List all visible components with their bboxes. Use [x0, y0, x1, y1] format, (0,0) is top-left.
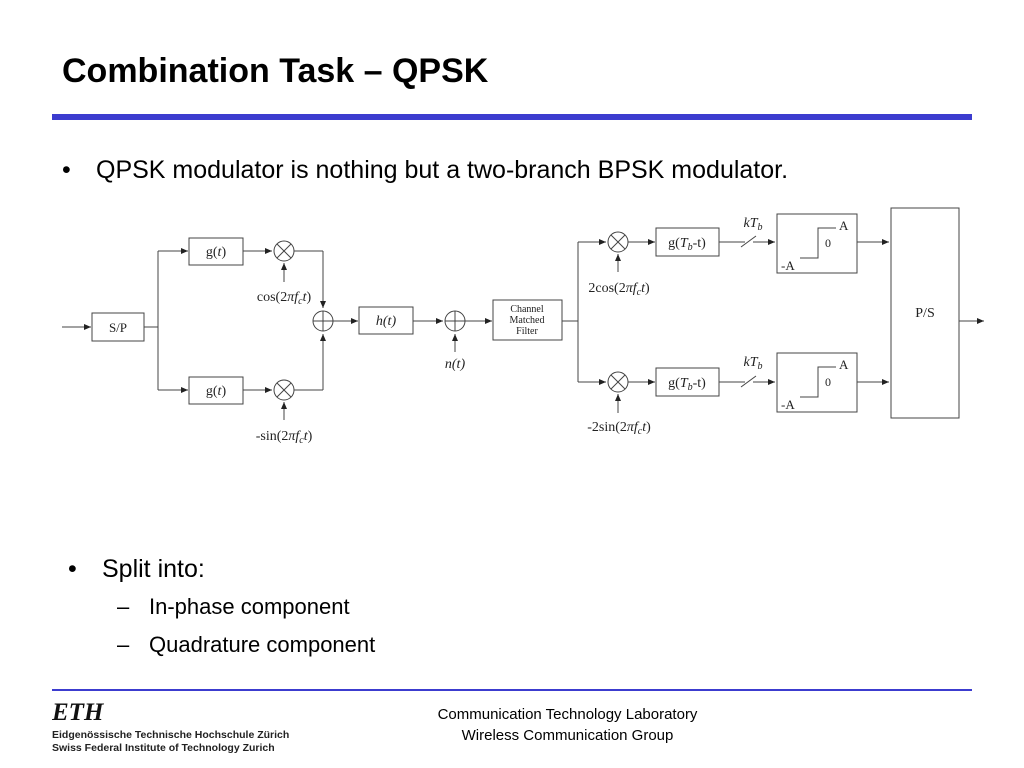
eth-logo: ETH	[52, 699, 105, 723]
ps-label: P/S	[915, 306, 934, 321]
cmf-label-2: Matched	[510, 315, 545, 326]
ktb-top-label: kTb	[743, 216, 762, 233]
eth-name-english: Swiss Federal Institute of Technology Zu…	[52, 742, 275, 754]
bullet-marker: •	[68, 555, 77, 583]
lab-name: Communication Technology Laboratory	[437, 706, 698, 723]
eth-name-german: Eidgenössische Technische Hochschule Zür…	[52, 729, 290, 741]
decision-top-zero: 0	[825, 236, 831, 250]
sin-carrier-label: -sin(2πfct)	[256, 429, 313, 446]
slide-title: Combination Task – QPSK	[62, 52, 489, 90]
decision-top-A: A	[839, 218, 849, 233]
decision-top-negA: -A	[781, 258, 795, 273]
cos-carrier-label: cos(2πfct)	[257, 290, 312, 307]
bullet-text: QPSK modulator is nothing but a two-bran…	[96, 156, 789, 184]
decision-bottom-negA: -A	[781, 397, 795, 412]
sub-item-quadrature: –Quadrature component	[117, 632, 375, 658]
noise-label: n(t)	[445, 357, 466, 372]
sp-label: S/P	[109, 320, 127, 335]
g-t-top-label: g(t)	[206, 245, 227, 260]
rx-sin-label: -2sin(2πfct)	[587, 420, 651, 437]
sub-marker: –	[117, 594, 130, 619]
sub-item-in-phase: –In-phase component	[117, 594, 350, 620]
channel-h-label: h(t)	[376, 314, 397, 329]
cmf-label-3: Filter	[516, 326, 538, 337]
bullet-split: • Split into:	[68, 555, 205, 584]
rx-cos-label: 2cos(2πfct)	[588, 281, 650, 298]
qpsk-block-diagram: S/P g(t) g(t) cos(2πfct) -sin(2πfct) h(t…	[62, 207, 984, 446]
svg-text:ETH: ETH	[52, 699, 105, 723]
g-t-bottom-label: g(t)	[206, 384, 227, 399]
group-name: Wireless Communication Group	[461, 727, 674, 744]
decision-bottom-zero: 0	[825, 375, 831, 389]
sub-item-text: Quadrature component	[149, 632, 376, 657]
bullet-marker: •	[62, 156, 71, 184]
gtb-bottom-label: g(Tb-t)	[668, 376, 706, 393]
ktb-bottom-label: kTb	[743, 355, 762, 372]
title-divider	[52, 114, 972, 120]
gtb-top-label: g(Tb-t)	[668, 236, 706, 253]
bullet-qpsk: • QPSK modulator is nothing but a two-bra…	[62, 156, 788, 185]
decision-bottom-A: A	[839, 357, 849, 372]
sub-item-text: In-phase component	[149, 594, 350, 619]
cmf-label-1: Channel	[510, 304, 544, 315]
sub-marker: –	[117, 632, 130, 657]
bullet-text: Split into:	[102, 555, 205, 583]
footer-divider	[52, 689, 972, 691]
